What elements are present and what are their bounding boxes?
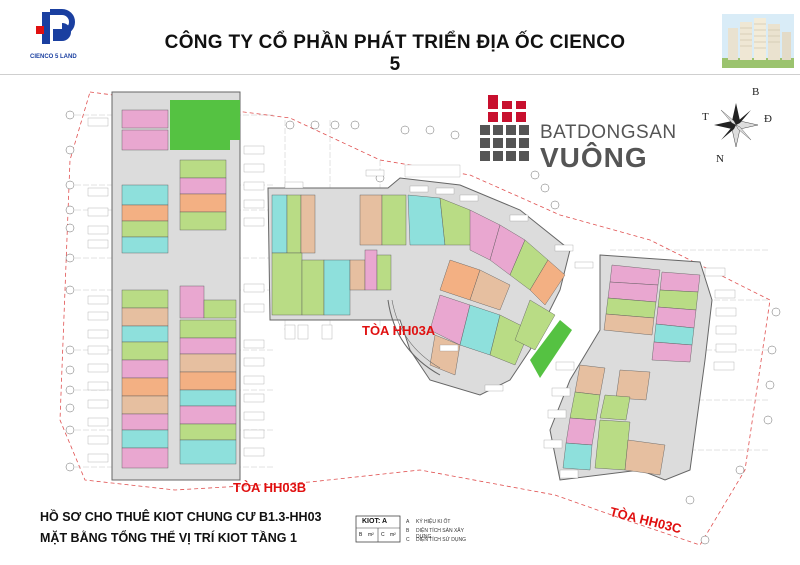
compass-south-letter: N	[716, 153, 724, 165]
legend-kiot-label: KIOT: A	[362, 518, 388, 525]
tower-hh03b	[87, 91, 265, 481]
legend-desc-c: DIỆN TÍCH SỬ DỤNG	[416, 537, 467, 543]
compass-north-letter: B	[752, 86, 760, 98]
logo-caption: CIENCO 5 LAND	[30, 54, 77, 60]
legend-cell-b: B	[359, 532, 363, 538]
compass-rose	[714, 103, 759, 148]
legend-key-c: C	[406, 537, 410, 543]
footer-title-line1: HỒ SƠ CHO THUÊ KIOT CHUNG CƯ B1.3-HH03	[40, 510, 322, 524]
brand-name-line2: VUÔNG	[540, 142, 648, 173]
legend-desc-b: DIỆN TÍCH SÀN XÂY DỰNG	[416, 528, 464, 540]
tower-label-hh03b: TÒA HH03B	[233, 480, 307, 495]
legend-key-b: B	[406, 528, 410, 534]
tower-label-hh03a: TÒA HH03A	[362, 323, 436, 338]
brand-name-line1: BATDONGSAN	[540, 122, 677, 143]
legend-cell-c: C	[381, 532, 385, 538]
brand-mark	[480, 95, 529, 161]
tower-hh03c	[543, 254, 737, 481]
legend-cell-b-unit: m²	[368, 532, 374, 538]
cienco5-logo	[36, 9, 75, 44]
page-title: CÔNG TY CỔ PHẦN PHÁT TRIỂN ĐỊA ỐC CIENCO…	[164, 32, 626, 75]
legend: KIOT: A B m² C m² A KÝ HIỆU KI ỐT B DIỆN…	[354, 512, 480, 558]
footer-title-line2: MẶT BẰNG TỔNG THỂ VỊ TRÍ KIOT TẦNG 1	[40, 531, 297, 545]
legend-cell-c-unit: m²	[390, 532, 396, 538]
compass-east-letter: Đ	[764, 113, 772, 125]
building-photo	[722, 14, 794, 68]
header-divider	[0, 74, 800, 75]
compass-west-letter: T	[702, 111, 709, 123]
legend-desc-a: KÝ HIỆU KI ỐT	[416, 519, 451, 525]
tower-hh03a	[267, 164, 594, 396]
legend-key-a: A	[406, 519, 410, 525]
